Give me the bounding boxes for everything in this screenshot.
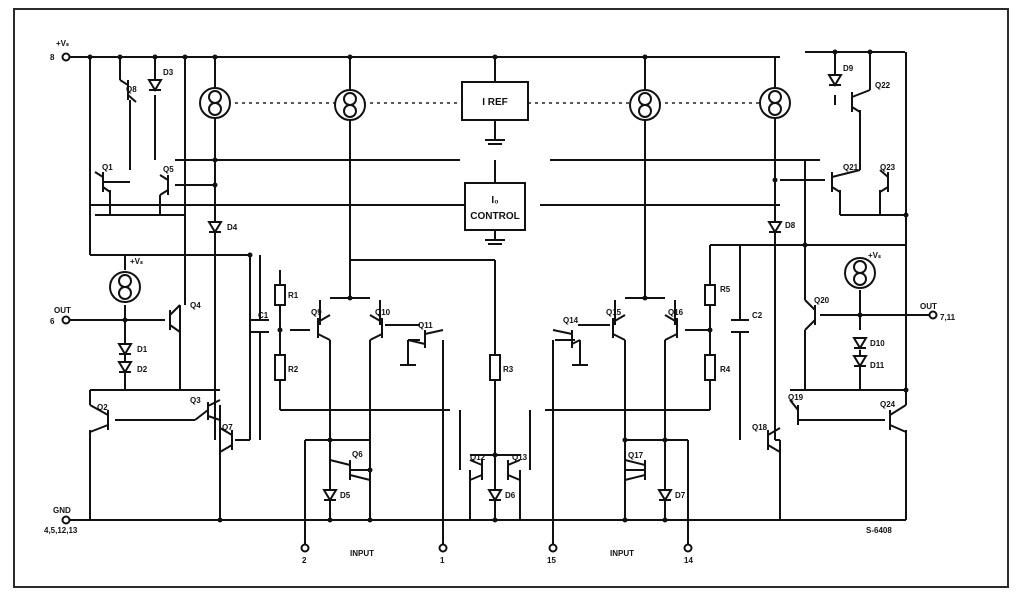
- label-q20: Q20: [814, 296, 830, 305]
- label-q2: Q2: [97, 403, 108, 412]
- label-q8: Q8: [126, 85, 137, 94]
- in2-minus-pin: 14: [684, 556, 693, 565]
- in1-minus-pin: 2: [302, 556, 307, 565]
- label-q7: Q7: [222, 423, 233, 432]
- label-d5: D5: [340, 491, 351, 500]
- label-d7: D7: [675, 491, 686, 500]
- label-q18: Q18: [752, 423, 768, 432]
- label-c1: C1: [258, 311, 269, 320]
- label-q11: Q11: [418, 321, 433, 330]
- label-d3: D3: [163, 68, 174, 77]
- current-source-4: [759, 87, 791, 119]
- current-source-3: [629, 89, 661, 121]
- label-q13: Q13: [512, 453, 528, 462]
- label-q23: Q23: [880, 163, 896, 172]
- iref-block: I REF: [461, 81, 529, 121]
- component-labels: Q8 D3 Q1 Q5 D4 Q4 D1 D2 Q2 Q3 Q7 C1 R1 R…: [97, 64, 896, 500]
- gnd-label: GND: [53, 506, 71, 515]
- label-q14: Q14: [563, 316, 579, 325]
- pin-labels: +Vₛ 8 OUT 6 GND 4,5,12,13 2 1 15 14 INPU…: [44, 39, 956, 565]
- label-d11: D11: [870, 361, 885, 370]
- current-source-2: [334, 89, 366, 121]
- label-r4: R4: [720, 365, 731, 374]
- label-d9: D9: [843, 64, 854, 73]
- label-q5: Q5: [163, 165, 174, 174]
- label-q16: Q16: [668, 308, 684, 317]
- label-q9: Q9: [311, 308, 322, 317]
- out-right-label: OUT: [920, 302, 937, 311]
- label-q4: Q4: [190, 301, 201, 310]
- vs-inner-right: +Vₛ: [868, 251, 881, 260]
- in1-plus-pin: 1: [440, 556, 445, 565]
- label-q21: Q21: [843, 163, 859, 172]
- iq-label-line2: CONTROL: [470, 211, 519, 222]
- input-left-label: INPUT: [350, 549, 374, 558]
- pin-terminals: [61, 52, 938, 553]
- label-q3: Q3: [190, 396, 201, 405]
- label-d2: D2: [137, 365, 148, 374]
- label-r5: R5: [720, 285, 731, 294]
- junctions: [87, 49, 909, 523]
- iq-control-block: I₀ CONTROL: [464, 182, 526, 231]
- current-source-5: [109, 271, 141, 303]
- vs-inner-left: +Vₛ: [130, 257, 143, 266]
- vs-symbol: +Vₛ: [56, 39, 69, 48]
- resistors: [274, 284, 716, 381]
- label-r2: R2: [288, 365, 299, 374]
- label-d6: D6: [505, 491, 516, 500]
- out-right-pins: 7,11: [940, 313, 956, 322]
- label-q10: Q10: [375, 308, 391, 317]
- label-q12: Q12: [470, 453, 486, 462]
- iref-label: I REF: [482, 97, 508, 108]
- current-source-6: [844, 257, 876, 289]
- label-q24: Q24: [880, 400, 896, 409]
- out-left-pin: 6: [50, 317, 55, 326]
- label-q1: Q1: [102, 163, 113, 172]
- capacitors: [251, 319, 749, 333]
- vs-pin-number: 8: [50, 53, 55, 62]
- label-q22: Q22: [875, 81, 891, 90]
- label-d4: D4: [227, 223, 238, 232]
- label-d10: D10: [870, 339, 885, 348]
- wiring: [68, 51, 930, 545]
- label-q6: Q6: [352, 450, 363, 459]
- transistors: [89, 79, 907, 481]
- footer-code: S-6408: [866, 526, 892, 535]
- label-d1: D1: [137, 345, 148, 354]
- label-q19: Q19: [788, 393, 804, 402]
- label-c2: C2: [752, 311, 763, 320]
- input-right-label: INPUT: [610, 549, 634, 558]
- in2-plus-pin: 15: [547, 556, 556, 565]
- label-q15: Q15: [606, 308, 622, 317]
- current-source-1: [199, 87, 231, 119]
- iq-label-line1: I₀: [491, 195, 498, 206]
- out-left-label: OUT: [54, 306, 71, 315]
- label-q17: Q17: [628, 451, 644, 460]
- diodes: [117, 74, 868, 502]
- label-d8: D8: [785, 221, 796, 230]
- label-r3: R3: [503, 365, 514, 374]
- gnd-pins: 4,5,12,13: [44, 526, 78, 535]
- label-r1: R1: [288, 291, 299, 300]
